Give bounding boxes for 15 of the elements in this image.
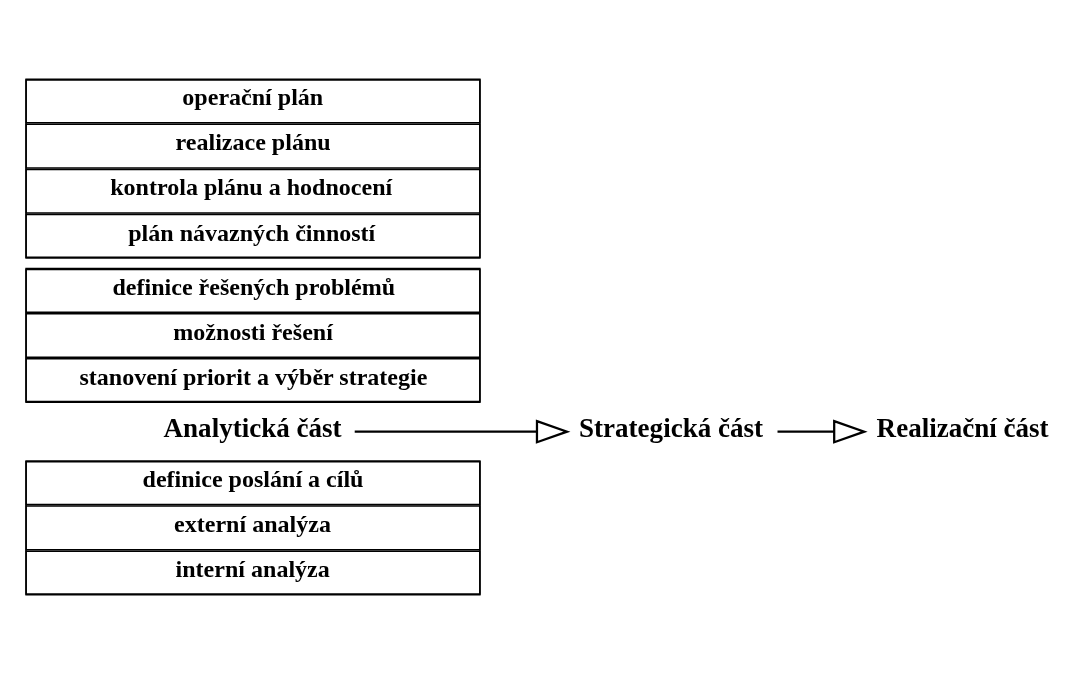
- node-text: Analytická část: [163, 412, 342, 443]
- node-box: operační plán: [25, 78, 481, 124]
- node-box: interní analýza: [25, 549, 481, 595]
- node-text: Strategická část: [579, 412, 763, 443]
- node-box: realizace plánu: [25, 123, 481, 169]
- node-box: plán návazných činností: [25, 213, 481, 259]
- node-box: definice poslání a cílů: [25, 459, 481, 505]
- node-box: externí analýza: [25, 504, 481, 550]
- node-box: stanovení priorit a výběr strategie: [25, 357, 481, 403]
- node-box: kontrola plánu a hodnocení: [25, 168, 481, 214]
- node-box: možnosti řešení: [25, 312, 481, 358]
- node-box: definice řešených problémů: [25, 267, 481, 313]
- arrow: [354, 419, 571, 444]
- node-text: Realizační část: [876, 412, 1049, 443]
- arrow: [777, 419, 868, 444]
